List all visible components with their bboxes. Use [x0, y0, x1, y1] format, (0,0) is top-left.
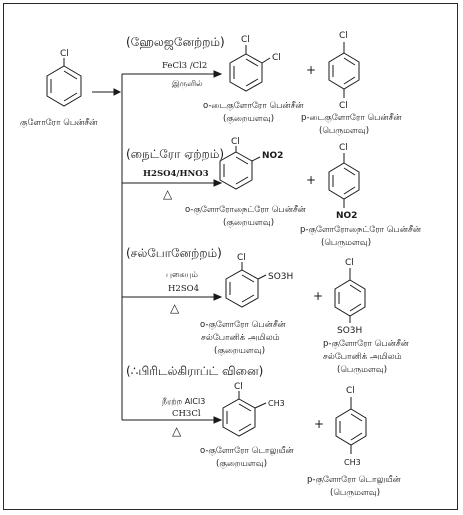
o-dichloro-cl1: Cl: [241, 35, 250, 45]
arrowhead-sulfonation: [213, 293, 223, 301]
p-toluene-name: p-குளோரோ டொலுயீன்: [307, 475, 402, 486]
p-sulfonic-so3h: SO3H: [337, 326, 362, 336]
reagent-friedel-crafts: CH3Cl: [172, 409, 201, 419]
p-toluene-cl: Cl: [346, 386, 355, 396]
plus-4: +: [314, 417, 324, 431]
o-sulfonic-so3h: SO3H: [268, 272, 293, 282]
o-toluene-cl: Cl: [234, 382, 243, 392]
o-dichloro-yield: (குறையளவு): [223, 114, 274, 125]
p-nitro-name: p-குளோரோநைட்ரோ பென்சீன்: [300, 225, 422, 236]
p-nitro-no2: NO2: [336, 211, 357, 221]
p-sulfonic-name: p-குளோரோ பென்சீன்: [323, 339, 410, 350]
arrowhead-friedel-crafts: [213, 416, 223, 424]
p-dichloro-yield: (பெருமளவு): [319, 126, 369, 136]
p-sulfonic-cl: Cl: [345, 258, 354, 268]
o-dichlorobenzene-ring: [229, 45, 271, 92]
o-nitro-name: o-குளோரோநைட்ரோ பென்சீன்: [185, 205, 307, 216]
reagent-halogenation: FeCl3 /Cl2: [162, 61, 207, 71]
o-sulfonic-name: o-குளோரோ பென்சீன்: [200, 320, 287, 331]
p-nitro-cl: Cl: [339, 143, 348, 153]
arrowhead-halogenation: [213, 70, 223, 78]
title-friedel-crafts: (∴பிரிடல்கிராப்ட் வினை): [126, 364, 263, 378]
reagent-pre-friedel-crafts: நீரற்ற AlCl3: [162, 397, 205, 406]
chlorobenzene-ring: [46, 58, 82, 107]
condition-halogenation: இருளில்: [172, 79, 203, 89]
o-nitro-cl: Cl: [231, 137, 240, 147]
plus-1: +: [306, 63, 316, 77]
heat-friedel-crafts: △: [172, 424, 182, 438]
reagent-nitration: H2SO4/HNO3: [143, 169, 209, 179]
o-toluene-yield: (குறையளவு): [216, 459, 267, 470]
o-nitro-yield: (குறையளவு): [223, 218, 274, 229]
p-chloronitrobenzene-ring: [328, 153, 360, 208]
o-sulfonic-name2: சல்போனிக் அமிலம்: [201, 333, 280, 343]
p-toluene-ch3: CH3: [344, 458, 361, 467]
start-cl-label: Cl: [60, 49, 69, 59]
o-dichloro-name: o-டைகுளோரோ பென்சீன்: [203, 101, 304, 112]
diagram-frame: [3, 3, 458, 510]
o-nitro-no2: NO2: [262, 151, 283, 161]
p-chlorotoluene-ring: [335, 397, 367, 454]
p-dichloro-cl2: Cl: [339, 101, 348, 111]
o-chlorotoluene-ring: [222, 391, 267, 437]
start-name: குளோரோ பென்சீன்: [20, 118, 98, 129]
arrowhead-nitration: [213, 179, 223, 187]
o-toluene-name: o-குளோரோ டொலுயீன்: [200, 446, 295, 457]
p-toluene-yield: (பெருமளவு): [330, 488, 380, 498]
p-sulfonic-name2: சல்போனிக் அமிலம்: [323, 352, 402, 362]
title-nitration: (நைட்ரோ ஏற்றம்): [126, 147, 224, 161]
p-sulfonic-yield: (பெருமளவு): [337, 365, 387, 375]
p-nitro-yield: (பெருமளவு): [321, 238, 371, 248]
title-sulfonation: (சல்போனேற்றம்): [126, 246, 222, 260]
p-dichlorobenzene-ring: [328, 42, 360, 98]
main-arrowhead: [113, 88, 122, 96]
plus-3: +: [313, 289, 323, 303]
o-chloronitrobenzene-ring: [219, 146, 261, 190]
p-chlorobenzenesulfonic-ring: [334, 268, 366, 323]
heat-nitration: △: [163, 187, 173, 201]
o-sulfonic-cl: Cl: [237, 253, 246, 263]
o-chlorobenzenesulfonic-ring: [225, 262, 267, 308]
heat-sulfonation: △: [170, 301, 180, 315]
reagent-sulfonation: H2SO4: [168, 284, 199, 294]
o-toluene-ch3: CH3: [268, 399, 285, 408]
reagent-pre-sulfonation: புகையும்: [166, 270, 198, 279]
title-halogenation: (ஹேலஜனேற்றம்): [126, 35, 225, 50]
p-dichloro-cl1: Cl: [339, 31, 348, 41]
o-dichloro-cl2: Cl: [272, 53, 281, 63]
p-dichloro-name: p-டைகுளோரோ பென்சீன்: [301, 113, 402, 124]
plus-2: +: [306, 173, 316, 187]
o-sulfonic-yield: (குறையளவு): [214, 346, 265, 357]
